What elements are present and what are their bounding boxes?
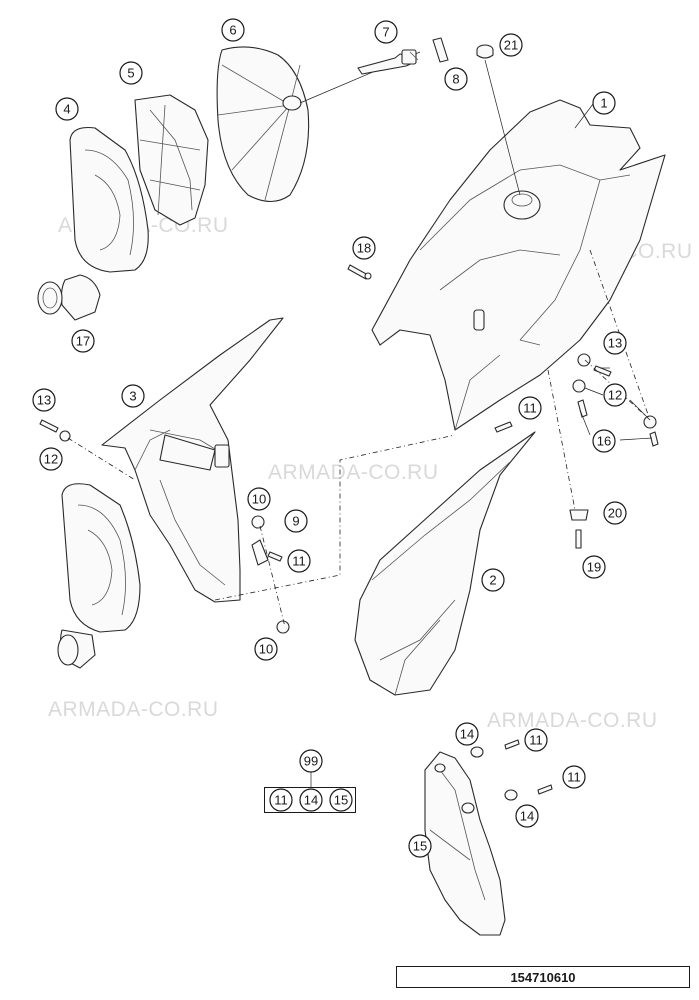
svg-text:14: 14	[304, 793, 318, 808]
air-filter-part-6[interactable]	[216, 46, 421, 203]
svg-text:6: 6	[229, 23, 236, 38]
protector-part-15[interactable]	[424, 751, 506, 936]
callout-11-lower-a: 11	[524, 728, 548, 752]
kit-item: 14	[299, 788, 323, 812]
svg-text:13: 13	[608, 336, 622, 351]
svg-text:15: 15	[334, 793, 348, 808]
callout-12-left: 12	[39, 447, 63, 471]
svg-text:10: 10	[259, 642, 273, 657]
hardware	[39, 264, 659, 801]
svg-text:16: 16	[597, 434, 611, 449]
svg-text:14: 14	[460, 727, 474, 742]
callout-9: 9	[284, 509, 308, 533]
kit-item: 11	[269, 788, 293, 812]
callout-21: 21	[499, 33, 523, 57]
svg-text:2: 2	[489, 573, 496, 588]
callout-11-tank: 11	[518, 396, 542, 420]
callout-18: 18	[352, 236, 376, 260]
callout-11-airbox: 11	[287, 549, 311, 573]
svg-text:9: 9	[292, 514, 299, 529]
callout-14-lower: 14	[515, 804, 539, 828]
callout-7: 7	[374, 20, 398, 44]
svg-text:12: 12	[44, 452, 58, 467]
callout-12-right: 12	[603, 383, 627, 407]
svg-text:13: 13	[37, 393, 51, 408]
callout-8: 8	[444, 67, 468, 91]
callout-4: 4	[55, 97, 79, 121]
callout-15: 15	[408, 834, 432, 858]
drawing-number-box: 154710610	[396, 966, 690, 988]
kit-label: 99	[299, 749, 323, 773]
callout-10-lower: 10	[254, 637, 278, 661]
callout-3: 3	[121, 384, 145, 408]
callout-11-lower-b: 11	[562, 765, 586, 789]
filter-holder-part-7[interactable]	[357, 49, 419, 75]
callout-10-upper: 10	[247, 487, 271, 511]
callout-13-left: 13	[32, 388, 56, 412]
kit-item: 15	[329, 788, 353, 812]
leader-lines	[484, 59, 653, 441]
kit-99: 99 11 14 15	[269, 749, 353, 812]
fuel-tank-part-1[interactable]	[371, 99, 666, 431]
intake-boot-part-4[interactable]	[37, 126, 149, 321]
svg-text:20: 20	[608, 506, 622, 521]
svg-text:11: 11	[274, 793, 288, 808]
callout-2: 2	[481, 568, 505, 592]
svg-text:3: 3	[129, 389, 136, 404]
svg-text:12: 12	[608, 388, 622, 403]
svg-text:15: 15	[413, 839, 427, 854]
svg-text:11: 11	[292, 554, 306, 569]
callout-20: 20	[603, 501, 627, 525]
svg-text:7: 7	[382, 25, 389, 40]
watermark: ARMADA-CO.RU	[48, 698, 219, 721]
svg-text:4: 4	[63, 102, 70, 117]
svg-text:5: 5	[127, 66, 134, 81]
svg-text:18: 18	[357, 241, 371, 256]
callout-16: 16	[592, 429, 616, 453]
svg-text:99: 99	[304, 754, 318, 769]
cap-seal-part-21[interactable]	[476, 44, 494, 59]
callout-17: 17	[71, 329, 95, 353]
svg-text:11: 11	[567, 770, 581, 785]
callout-14-upper: 14	[455, 722, 479, 746]
airbox-part-3[interactable]	[101, 317, 284, 603]
callout-1: 1	[592, 91, 616, 115]
svg-text:1: 1	[600, 96, 607, 111]
side-cover-part-2[interactable]	[354, 431, 536, 696]
watermark: ARMADA-CO.RU	[268, 461, 439, 484]
kit-contents-box	[264, 787, 356, 813]
svg-text:11: 11	[523, 401, 537, 416]
pin-part-8[interactable]	[432, 37, 449, 63]
svg-text:21: 21	[504, 38, 518, 53]
watermark: ARMADA-CO.RU	[487, 709, 658, 732]
svg-text:17: 17	[76, 334, 90, 349]
svg-text:14: 14	[520, 809, 534, 824]
callout-13-right: 13	[603, 331, 627, 355]
callout-19: 19	[582, 555, 606, 579]
filter-cage-part-5[interactable]	[134, 94, 209, 226]
svg-text:8: 8	[452, 72, 459, 87]
callout-5: 5	[119, 61, 143, 85]
intake-boot-part-17[interactable]	[57, 483, 141, 669]
callout-6: 6	[221, 18, 245, 42]
svg-text:11: 11	[529, 733, 543, 748]
svg-text:10: 10	[252, 492, 266, 507]
svg-text:19: 19	[587, 560, 601, 575]
fuel-cap[interactable]	[503, 190, 541, 220]
